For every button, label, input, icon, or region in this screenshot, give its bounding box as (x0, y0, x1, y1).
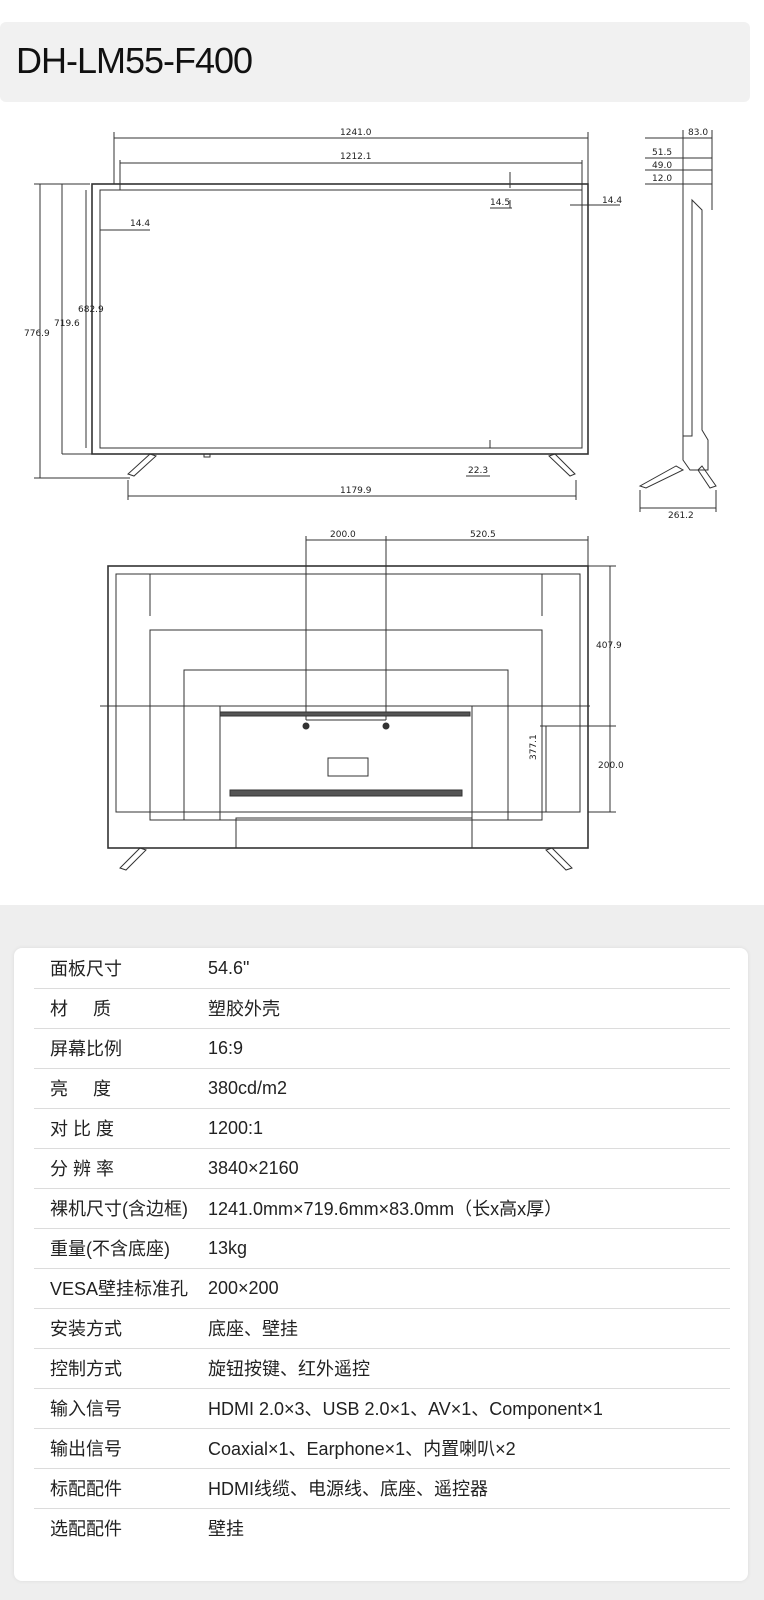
dim-overall-width: 1241.0 (340, 128, 372, 138)
spec-value: 54.6" (208, 957, 250, 978)
dim-vesa-v: 200.0 (598, 761, 624, 771)
spec-row: 控制方式 旋钮按键、红外遥控 (34, 1348, 730, 1389)
spec-label: 亮 度 (50, 1079, 112, 1099)
spec-value: HDMI 2.0×3、USB 2.0×1、AV×1、Component×1 (208, 1399, 603, 1419)
dim-stand-depth: 261.2 (668, 511, 694, 521)
dim-d2: 49.0 (652, 161, 672, 171)
spec-row: 对 比 度 1200:1 (34, 1108, 730, 1149)
dim-screen-width: 1212.1 (340, 152, 372, 162)
spec-row: 输入信号 HDMI 2.0×3、USB 2.0×1、AV×1、Component×… (34, 1388, 730, 1429)
spec-label: 面板尺寸 (50, 959, 122, 979)
spec-value: 壁挂 (208, 1519, 244, 1539)
spec-row: 屏幕比例 16:9 (34, 1028, 730, 1069)
spec-row: 亮 度 380cd/m2 (34, 1068, 730, 1109)
spec-label: 重量(不含底座) (50, 1239, 170, 1259)
dim-bezel-top: 14.5 (490, 198, 510, 208)
spec-value: Coaxial×1、Earphone×1、内置喇叭×2 (208, 1439, 516, 1459)
spec-label: 安装方式 (50, 1319, 122, 1339)
spec-value: 1241.0mm×719.6mm×83.0mm（长x高x厚） (208, 1199, 563, 1219)
dim-panel-height: 719.6 (54, 319, 80, 329)
spec-value: 旋钮按键、红外遥控 (208, 1359, 370, 1379)
dim-center-height: 377.1 (529, 734, 539, 760)
spec-label: 标配配件 (50, 1479, 122, 1499)
side-view (638, 130, 717, 512)
spec-value: 380cd/m2 (208, 1077, 288, 1098)
back-view (100, 536, 616, 871)
spec-value: 1200:1 (208, 1117, 264, 1138)
spec-value: 塑胶外壳 (208, 999, 280, 1019)
spec-value: 16:9 (208, 1037, 244, 1058)
spec-row: 面板尺寸 54.6" (34, 948, 730, 989)
spec-row: 重量(不含底座) 13kg (34, 1228, 730, 1269)
dim-d1: 51.5 (652, 148, 672, 158)
spec-label: 对 比 度 (50, 1119, 115, 1139)
dim-right-offset: 520.5 (470, 530, 496, 540)
spec-value: 13kg (208, 1237, 248, 1258)
spec-row: 选配配件 壁挂 (34, 1508, 730, 1548)
spec-row: 分 辨 率 3840×2160 (34, 1148, 730, 1189)
dim-depth: 83.0 (688, 128, 708, 138)
title-bar: DH-LM55-F400 (0, 22, 750, 102)
spec-value: 底座、壁挂 (208, 1319, 298, 1339)
spec-label: 分 辨 率 (50, 1159, 115, 1179)
spec-label: 材 质 (50, 999, 112, 1019)
spec-row: 裸机尺寸(含边框) 1241.0mm×719.6mm×83.0mm（长x高x厚） (34, 1188, 730, 1229)
spec-label: VESA壁挂标准孔 (50, 1279, 189, 1299)
dim-bezel-left: 14.4 (130, 219, 150, 229)
dim-top-offset: 407.9 (596, 641, 622, 651)
spec-value: HDMI线缆、电源线、底座、遥控器 (208, 1479, 488, 1499)
dim-stand-span: 1179.9 (340, 486, 372, 496)
spec-label: 裸机尺寸(含边框) (50, 1199, 188, 1219)
dim-bezel-right: 14.4 (602, 196, 622, 206)
dim-vesa-h: 200.0 (330, 530, 356, 540)
spec-row: 输出信号 Coaxial×1、Earphone×1、内置喇叭×2 (34, 1428, 730, 1469)
spec-value: 3840×2160 (208, 1157, 299, 1178)
front-view (34, 132, 620, 500)
spec-label: 输入信号 (50, 1399, 122, 1419)
spec-label: 选配配件 (50, 1519, 122, 1539)
spec-row: 材 质 塑胶外壳 (34, 988, 730, 1029)
spec-row: VESA壁挂标准孔 200×200 (34, 1268, 730, 1309)
technical-drawing: 1241.0 1212.1 14.4 14.5 14.4 682.9 719.6… (24, 128, 717, 871)
dim-stand-clearance: 22.3 (468, 466, 488, 476)
dim-screen-height: 682.9 (78, 305, 104, 315)
specs-card (14, 948, 748, 1581)
spec-row: 标配配件 HDMI线缆、电源线、底座、遥控器 (34, 1468, 730, 1509)
spec-label: 控制方式 (50, 1359, 122, 1379)
spec-label: 输出信号 (50, 1439, 122, 1459)
spec-row: 安装方式 底座、壁挂 (34, 1308, 730, 1349)
dim-d3: 12.0 (652, 174, 672, 184)
spec-label: 屏幕比例 (50, 1039, 122, 1059)
dim-overall-height: 776.9 (24, 329, 50, 339)
spec-value: 200×200 (208, 1277, 279, 1298)
model-title: DH-LM55-F400 (16, 40, 253, 81)
